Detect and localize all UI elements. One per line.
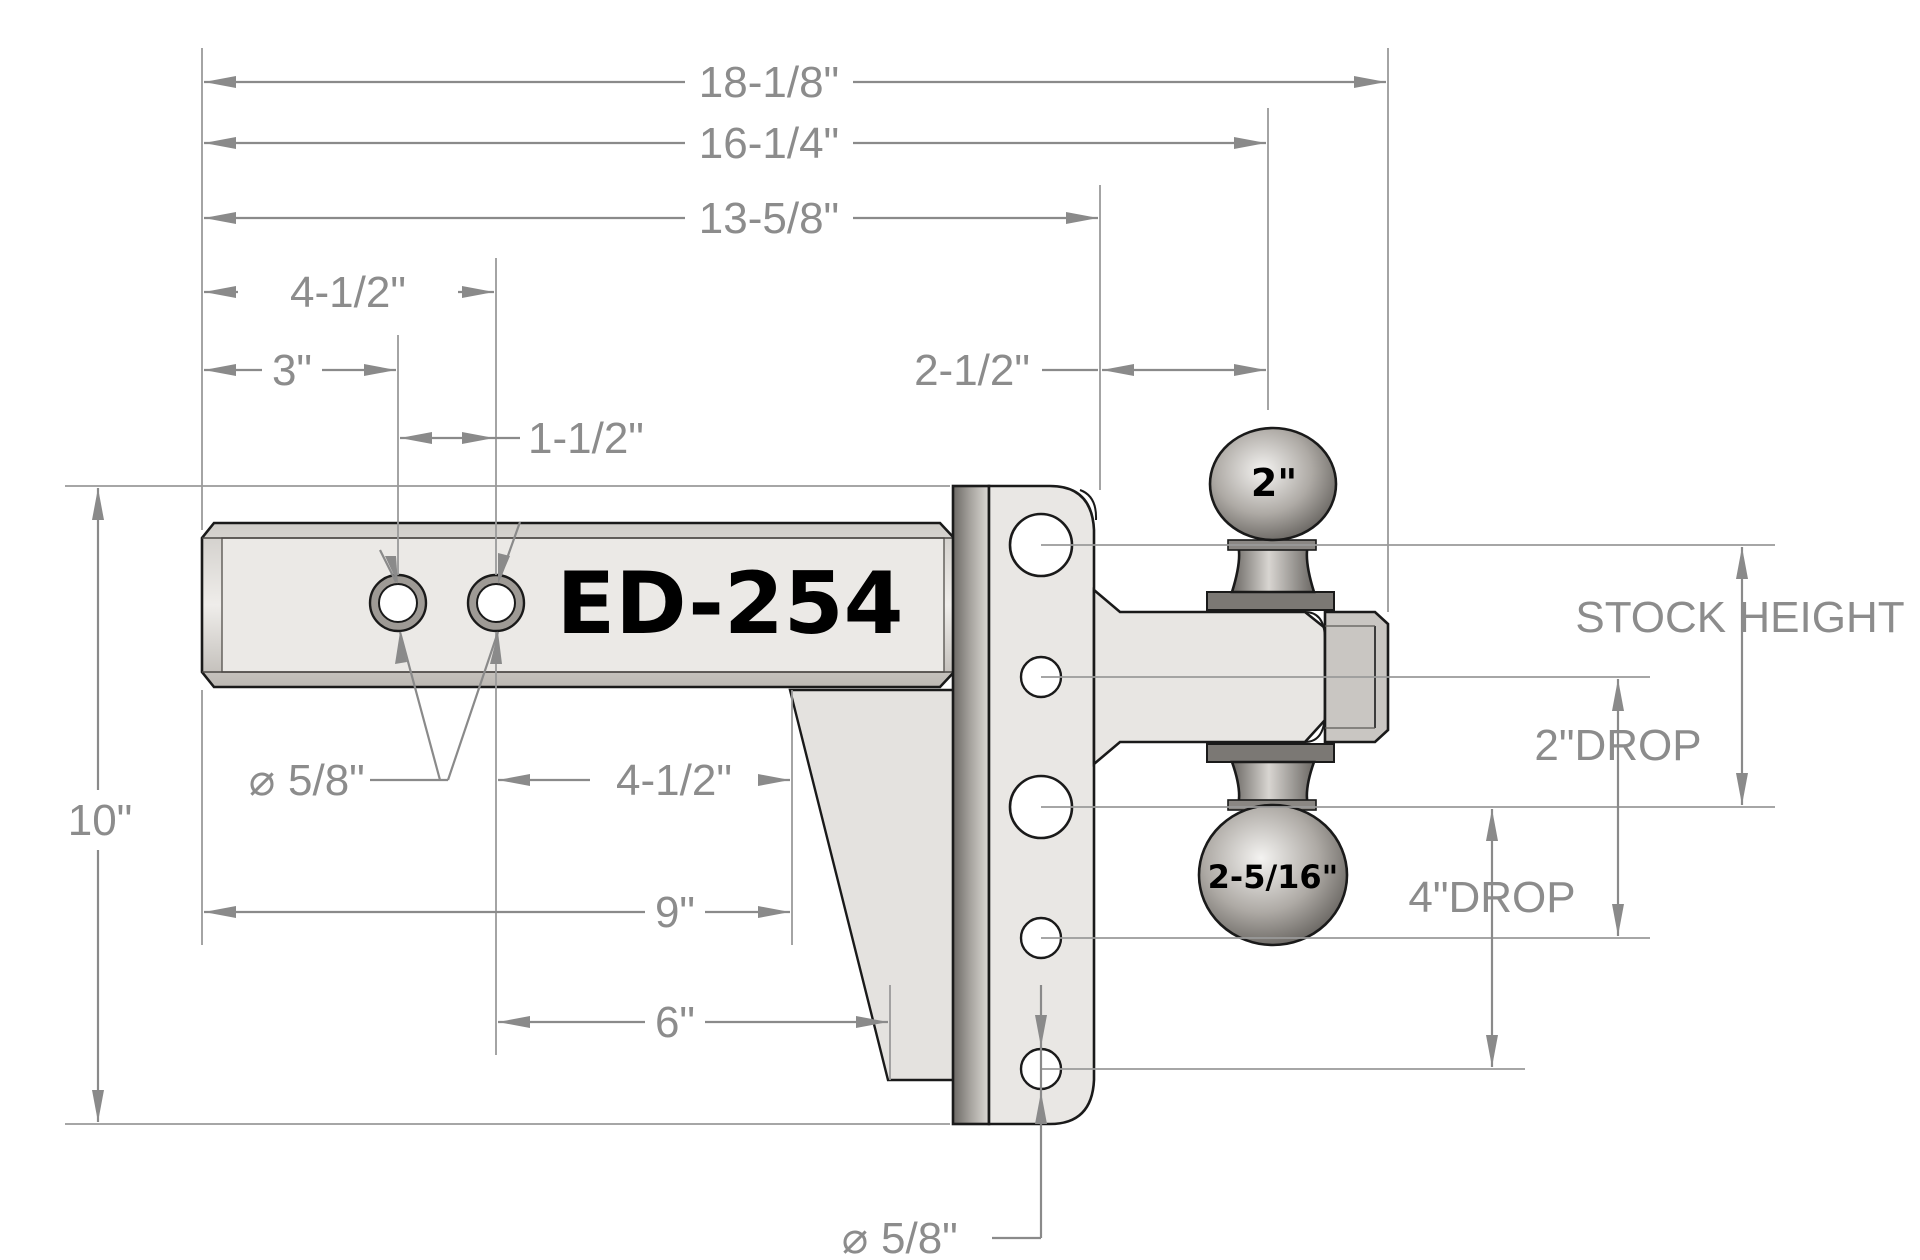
bottom-ball-size: 2-5/16"	[1208, 858, 1339, 896]
dim-overall-length: 18-1/8"	[699, 58, 839, 107]
dim-hole-diameter-plate: ⌀ 5/8"	[842, 1214, 958, 1260]
diameter-symbol: ⌀	[842, 1214, 869, 1260]
dim-shank-length: 9"	[655, 888, 695, 937]
dim-hole-diameter-plate-value: 5/8"	[881, 1214, 958, 1260]
dim-gusset-offset: 4-1/2"	[616, 756, 732, 805]
shank-hole-2	[466, 573, 526, 633]
dim-stock-height: STOCK HEIGHT	[1575, 593, 1904, 642]
dim-shank-to-plate: 13-5/8"	[699, 194, 839, 243]
dim-plate-to-ball: 2-1/2"	[914, 346, 1030, 395]
diameter-symbol: ⌀	[249, 756, 276, 805]
top-ball-size: 2"	[1251, 461, 1297, 505]
dim-hole-diameter-shank-value: 5/8"	[288, 756, 365, 805]
dim-ball-center-length: 16-1/4"	[699, 119, 839, 168]
dimension-lines	[92, 76, 1748, 1240]
dim-first-hole: 3"	[272, 346, 312, 395]
hitch-part: ED-254	[200, 426, 1390, 1126]
dim-drop-4: 4"DROP	[1408, 873, 1575, 922]
part-label: ED-254	[557, 554, 904, 654]
dim-total-height: 10"	[68, 796, 133, 845]
bottom-hitch-ball: 2-5/16"	[1197, 743, 1349, 947]
dimension-labels: 18-1/8" 16-1/4" 13-5/8" 4-1/2" 3" 1-1/2"…	[68, 58, 1905, 1260]
dim-hole-spacing: 1-1/2"	[528, 414, 644, 463]
dim-hole-diameter-shank: ⌀ 5/8"	[249, 756, 365, 805]
dim-first-hole-short: 4-1/2"	[290, 268, 406, 317]
extension-lines	[65, 48, 1775, 1125]
dim-drop-2: 2"DROP	[1534, 721, 1701, 770]
dim-gusset-length: 6"	[655, 998, 695, 1047]
top-hitch-ball: 2"	[1206, 426, 1338, 611]
shank-hole-1	[368, 573, 428, 633]
